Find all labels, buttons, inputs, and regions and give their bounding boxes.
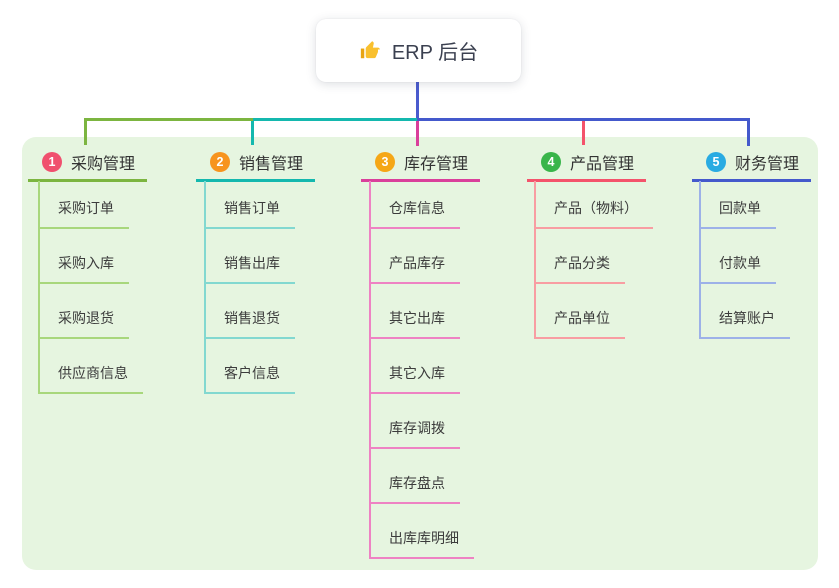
- connector-drop-inventory: [416, 121, 419, 146]
- leaf-node[interactable]: 产品单位: [536, 284, 625, 339]
- connector-horizontal-blue: [417, 118, 750, 121]
- leaf-node[interactable]: 采购退货: [40, 284, 129, 339]
- badge-1: 1: [42, 152, 62, 172]
- badge-2: 2: [210, 152, 230, 172]
- badge-4: 4: [541, 152, 561, 172]
- root-title: ERP 后台: [391, 42, 479, 64]
- badge-5: 5: [706, 152, 726, 172]
- leaf-node[interactable]: 产品（物料）: [536, 181, 653, 229]
- branch-children-product: 产品（物料） 产品分类 产品单位: [534, 181, 653, 339]
- connector-drop-product: [582, 121, 585, 145]
- branch-label-finance: 财务管理: [735, 156, 800, 173]
- mindmap-panel: [22, 137, 818, 570]
- connector-horizontal-green: [84, 118, 253, 121]
- branch-children-purchase: 采购订单 采购入库 采购退货 供应商信息: [38, 181, 143, 394]
- leaf-node[interactable]: 销售订单: [206, 181, 295, 229]
- leaf-node[interactable]: 出库库明细: [371, 504, 474, 559]
- leaf-node[interactable]: 采购订单: [40, 181, 129, 229]
- connector-drop-sales: [251, 121, 254, 145]
- branch-children-finance: 回款单 付款单 结算账户: [699, 181, 790, 339]
- leaf-node[interactable]: 供应商信息: [40, 339, 143, 394]
- leaf-node[interactable]: 客户信息: [206, 339, 295, 394]
- branch-node-finance[interactable]: 5 财务管理: [692, 150, 812, 182]
- branch-label-sales: 销售管理: [239, 156, 304, 173]
- branch-label-product: 产品管理: [570, 156, 635, 173]
- connector-drop-finance: [747, 121, 750, 146]
- branch-node-sales[interactable]: 2 销售管理: [196, 150, 316, 182]
- leaf-node[interactable]: 库存盘点: [371, 449, 460, 504]
- branch-label-purchase: 采购管理: [71, 156, 136, 173]
- leaf-node[interactable]: 其它出库: [371, 284, 460, 339]
- leaf-node[interactable]: 仓库信息: [371, 181, 460, 229]
- thumbs-up-icon: [359, 39, 382, 62]
- branch-node-purchase[interactable]: 1 采购管理: [28, 150, 148, 182]
- branch-children-inventory: 仓库信息 产品库存 其它出库 其它入库 库存调拨 库存盘点 出库库明细: [369, 181, 474, 559]
- badge-3: 3: [375, 152, 395, 172]
- branch-node-inventory[interactable]: 3 库存管理: [361, 150, 481, 182]
- leaf-node[interactable]: 采购入库: [40, 229, 129, 284]
- branch-label-inventory: 库存管理: [404, 156, 469, 173]
- leaf-node[interactable]: 销售出库: [206, 229, 295, 284]
- leaf-node[interactable]: 销售退货: [206, 284, 295, 339]
- leaf-node[interactable]: 产品库存: [371, 229, 460, 284]
- leaf-node[interactable]: 库存调拨: [371, 394, 460, 449]
- connector-root-vertical: [416, 82, 419, 120]
- branch-node-product[interactable]: 4 产品管理: [527, 150, 647, 182]
- leaf-node[interactable]: 结算账户: [701, 284, 790, 339]
- leaf-node[interactable]: 其它入库: [371, 339, 460, 394]
- leaf-node[interactable]: 付款单: [701, 229, 776, 284]
- connector-drop-purchase: [84, 121, 87, 145]
- branch-children-sales: 销售订单 销售出库 销售退货 客户信息: [204, 181, 295, 394]
- leaf-node[interactable]: 产品分类: [536, 229, 625, 284]
- leaf-node[interactable]: 回款单: [701, 181, 776, 229]
- root-node-erp[interactable]: ERP 后台: [316, 19, 521, 82]
- connector-horizontal-teal: [253, 118, 417, 121]
